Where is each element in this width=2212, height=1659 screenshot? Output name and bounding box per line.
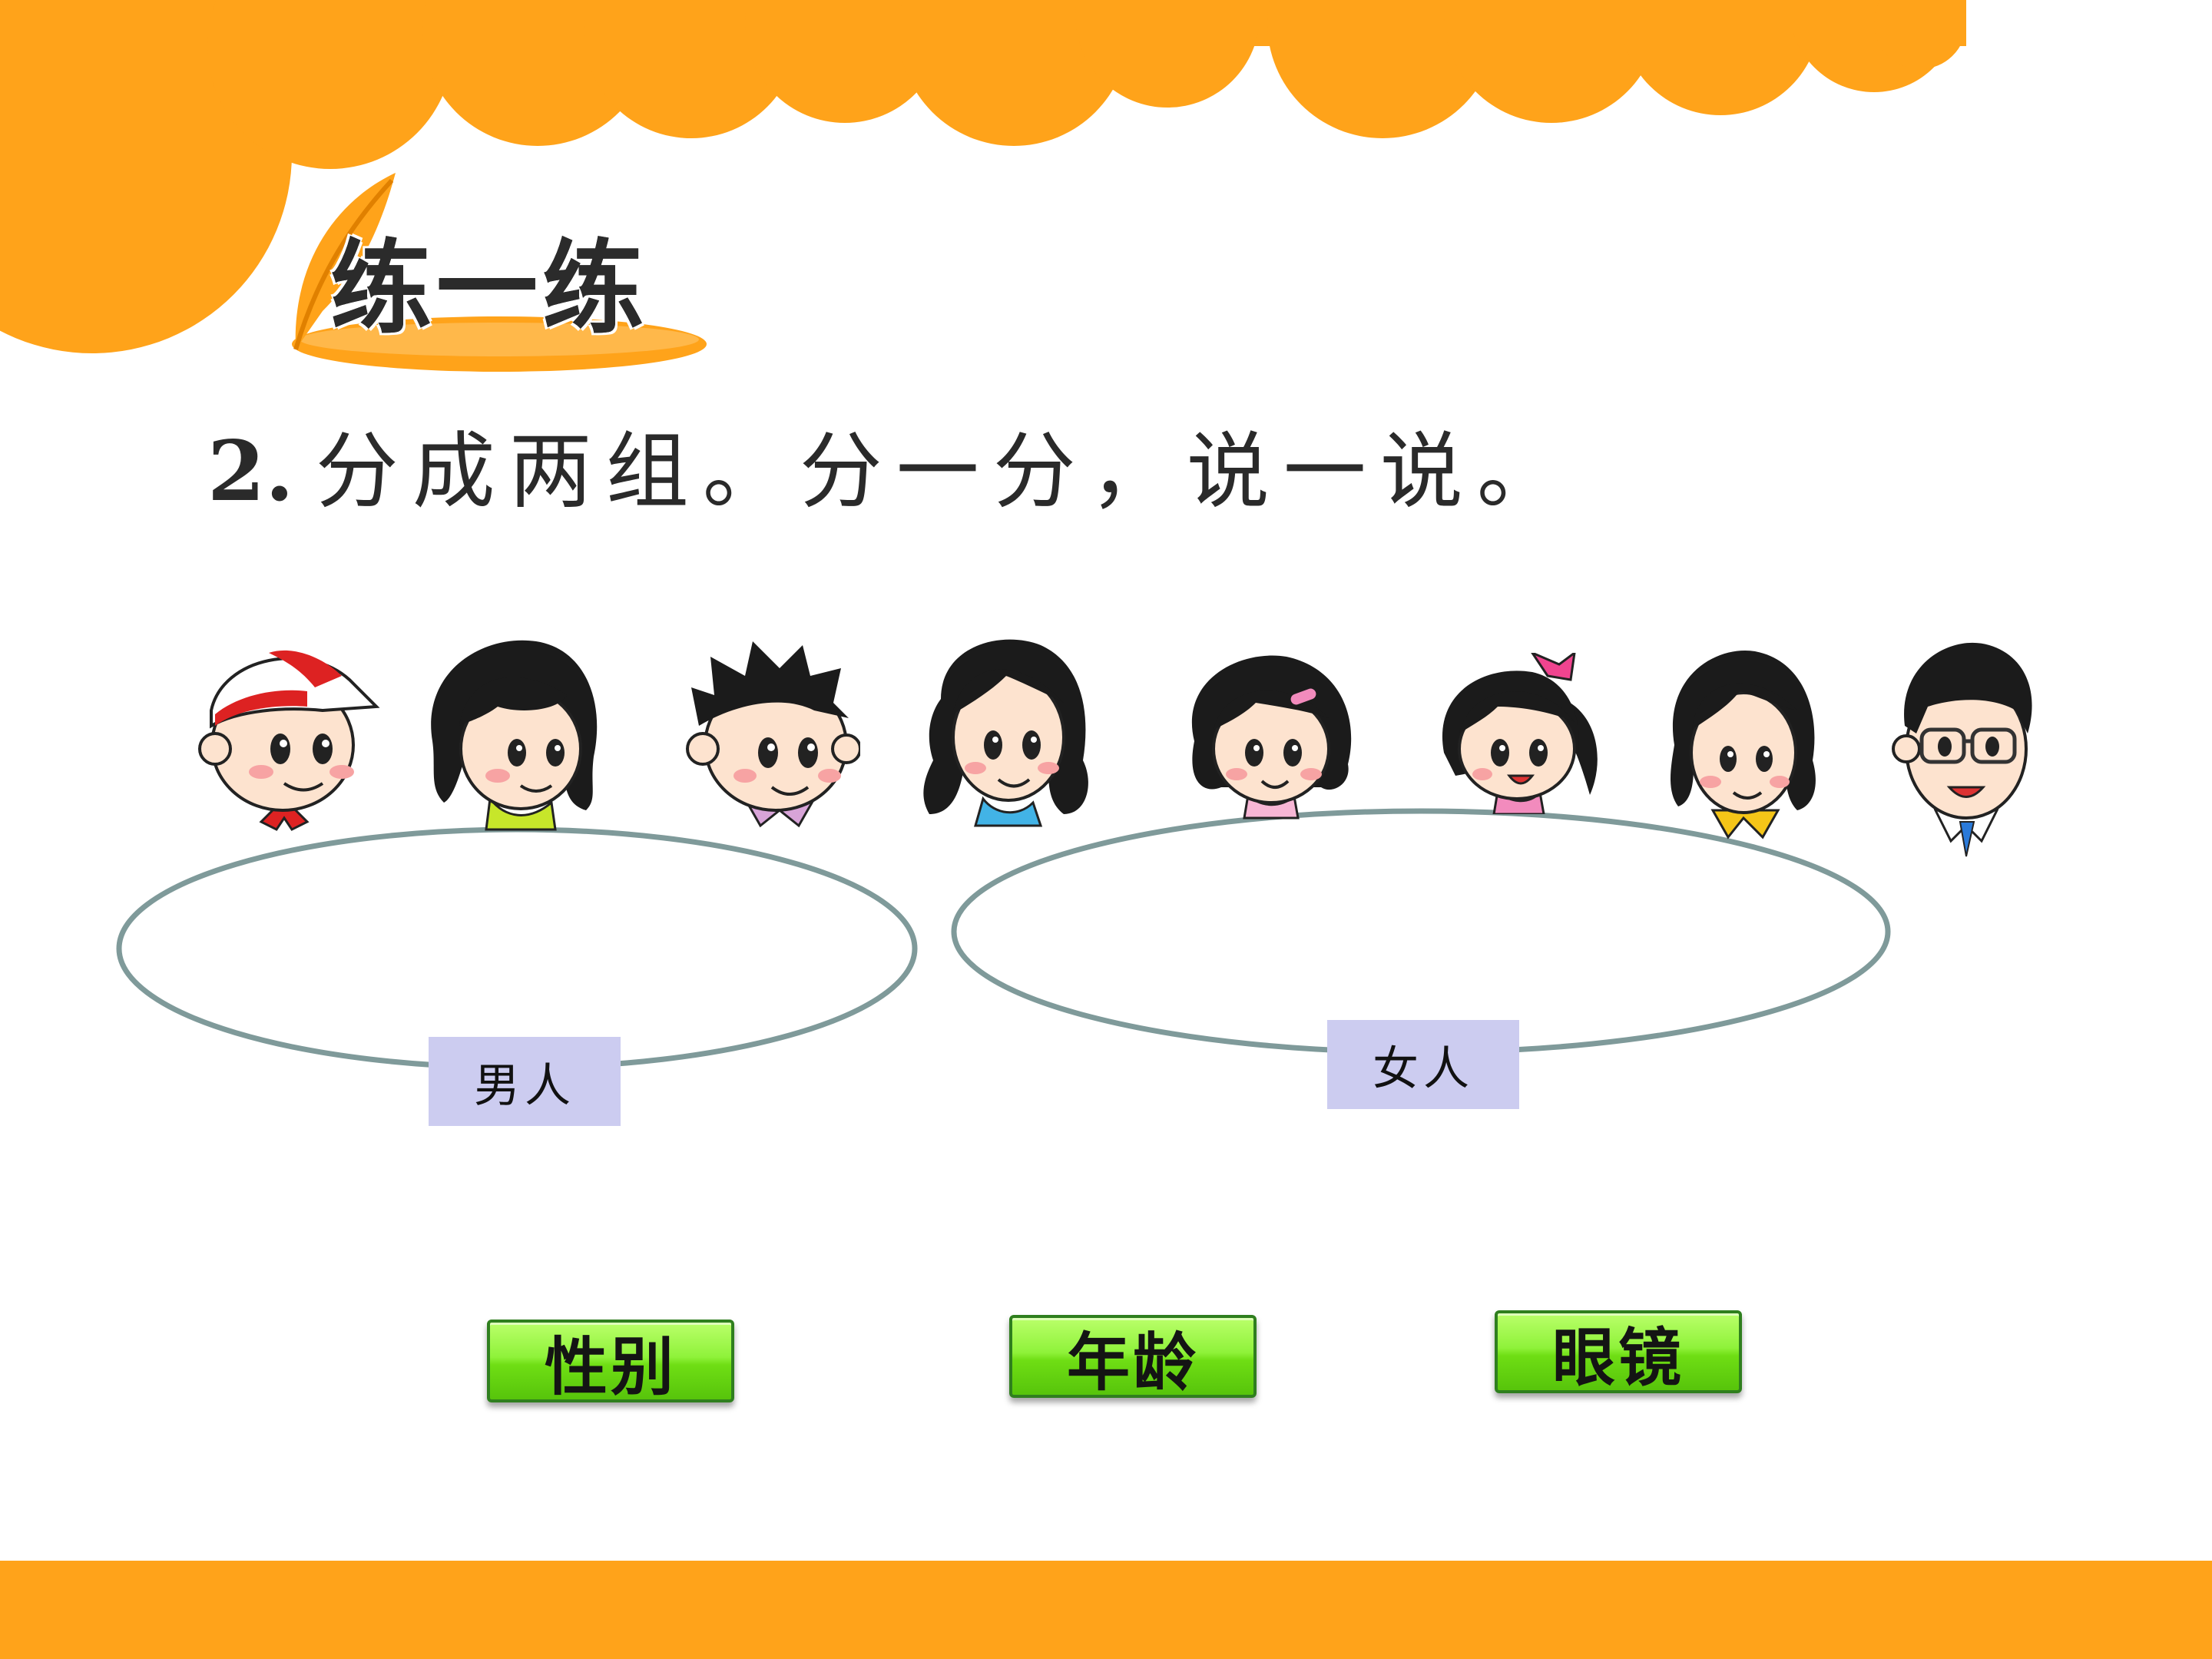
exercise-number: 2.: [207, 423, 294, 520]
face-woman-yellow-collar[interactable]: [1663, 645, 1820, 841]
exercise-instruction: 分成两组。分一分，说一说。: [315, 424, 1574, 520]
group-label-women: 女人: [1327, 1020, 1519, 1109]
face-man-glasses[interactable]: [1889, 634, 2039, 860]
group-ellipse-left: [116, 826, 918, 1071]
section-title: 练一练: [330, 230, 648, 348]
face-woman-long-hair[interactable]: [918, 630, 1094, 833]
footer-bar: [0, 1561, 2212, 1659]
face-boy-red-cap[interactable]: [192, 634, 380, 837]
gender-button[interactable]: 性别: [487, 1320, 734, 1404]
glasses-button[interactable]: 眼镜: [1495, 1310, 1742, 1395]
face-girl-ponytail[interactable]: [1432, 653, 1605, 814]
face-woman-short-hair[interactable]: [421, 634, 605, 833]
age-button[interactable]: 年龄: [1009, 1315, 1257, 1399]
group-label-men: 男人: [429, 1037, 621, 1126]
face-girl-pink-clip[interactable]: [1179, 649, 1359, 822]
face-boy-spiky-hair[interactable]: [676, 634, 860, 833]
feather-icon: [292, 173, 707, 372]
exercise-question: 2.分成两组。分一分，说一说。: [207, 430, 1574, 514]
group-ellipse-right: [951, 808, 1891, 1055]
